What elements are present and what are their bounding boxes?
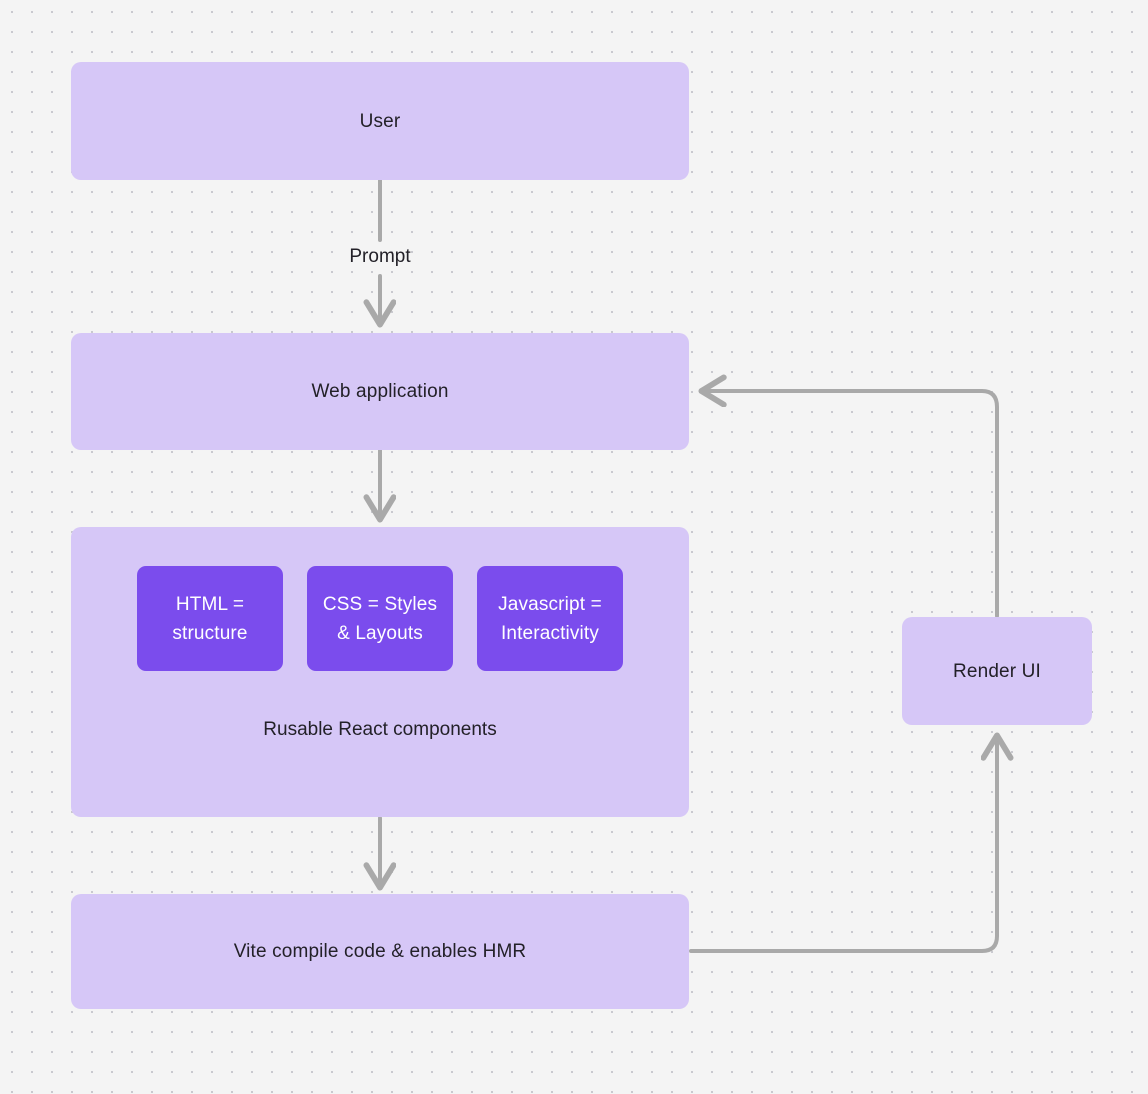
node-css[interactable]: CSS = Styles & Layouts: [307, 566, 453, 671]
node-css-label: CSS = Styles & Layouts: [322, 593, 438, 644]
node-vite-label: Vite compile code & enables HMR: [233, 941, 527, 962]
node-html-label: HTML = structure: [172, 593, 248, 644]
node-render-ui[interactable]: Render UI: [902, 617, 1092, 725]
node-web-application-label: Web application: [311, 381, 449, 402]
node-render-ui-label: Render UI: [953, 660, 1041, 682]
node-html[interactable]: HTML = structure: [137, 566, 283, 671]
components-group-caption: Rusable React components: [263, 719, 497, 740]
node-vite[interactable]: Vite compile code & enables HMR: [71, 894, 689, 1009]
node-javascript-label: Javascript = Interactivity: [498, 593, 602, 644]
node-web-application[interactable]: Web application: [71, 333, 689, 450]
node-javascript[interactable]: Javascript = Interactivity: [477, 566, 623, 671]
edge-render-ui-to-web-application: [703, 391, 999, 618]
node-user-label: User: [359, 110, 401, 132]
edge-vite-to-render-ui: [689, 737, 997, 953]
node-user[interactable]: User: [71, 62, 689, 180]
node-components-group[interactable]: HTML = structure CSS = Styles & Layouts …: [71, 527, 689, 817]
edge-label-prompt: Prompt: [349, 246, 411, 267]
